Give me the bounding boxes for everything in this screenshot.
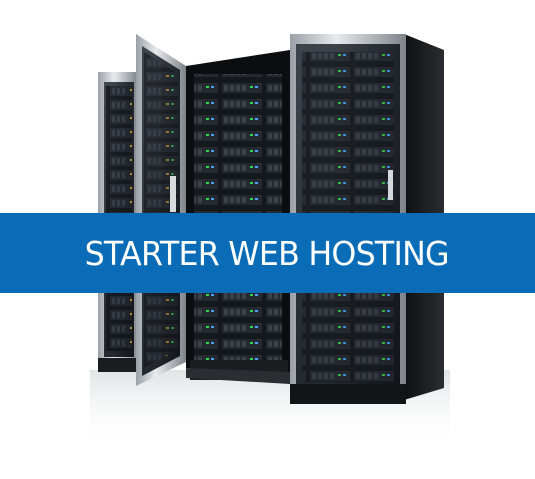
title-banner: STARTER WEB HOSTING bbox=[0, 213, 535, 293]
open-door bbox=[136, 34, 186, 386]
banner-title: STARTER WEB HOSTING bbox=[84, 233, 449, 273]
